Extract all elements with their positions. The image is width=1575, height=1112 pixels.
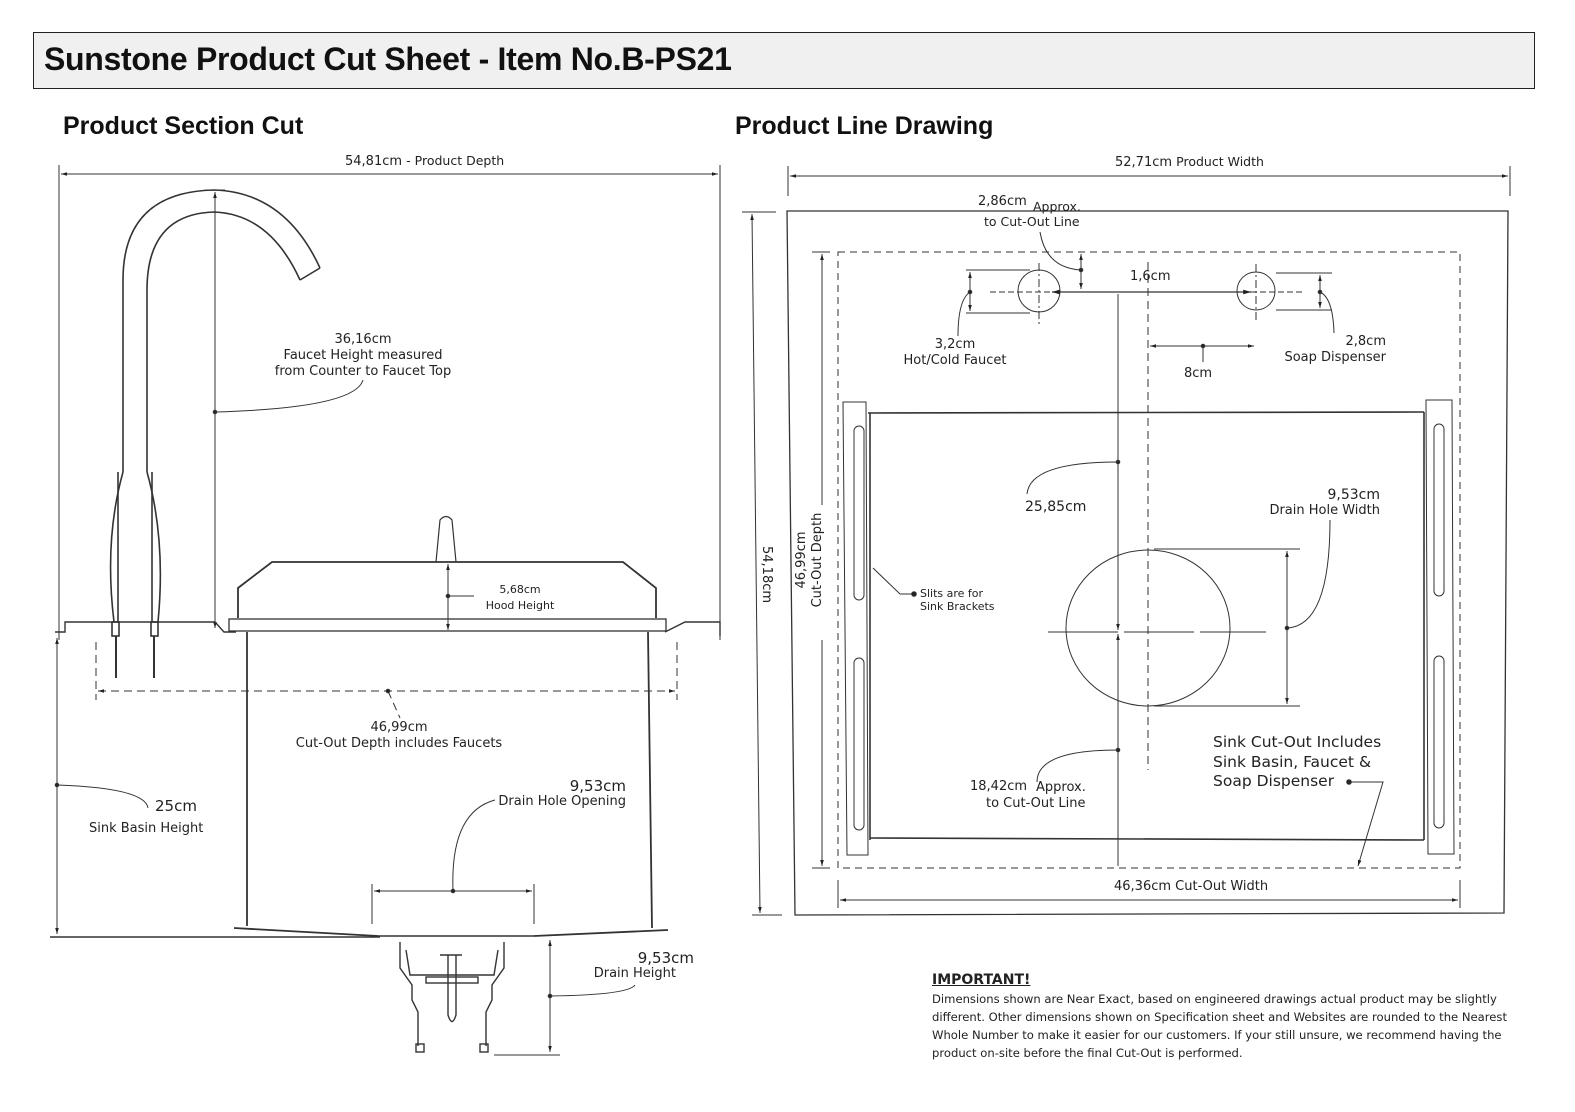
cutout-outline — [837, 251, 1461, 869]
hot-cold-faucet-label: 3,2cm Hot/Cold Faucet — [896, 337, 1014, 369]
product-width-value: 52,71cm — [1115, 155, 1173, 170]
drain-offset-top-value: 25,85cm — [1025, 499, 1087, 515]
drain-hole — [1048, 549, 1266, 707]
basin-top-outline — [867, 411, 1425, 841]
drain-offset-bottom-text: to Cut-Out Line — [986, 796, 1086, 811]
important-heading: IMPORTANT! — [932, 972, 1031, 988]
cutout-note: Sink Cut-Out Includes Sink Basin, Faucet… — [1213, 733, 1381, 792]
product-width-label: 52,71cm Product Width — [1115, 154, 1264, 171]
cutout-depth-vertical-text: Cut-Out Depth — [810, 512, 825, 608]
drain-hole-width-value: 9,53cm — [1327, 487, 1380, 503]
product-width-text: Product Width — [1176, 154, 1264, 169]
cutout-width-text: Cut-Out Width — [1175, 879, 1269, 894]
soap-dispenser-text: Soap Dispenser — [1284, 350, 1386, 365]
drain-offset-bottom-approx: Approx. — [1036, 780, 1086, 795]
cutout-depth-vertical-value: 46,99cm — [794, 531, 809, 589]
section-cutout-depth-text: Cut-Out Depth includes Faucets — [295, 736, 503, 751]
right-sink-bracket — [1425, 399, 1455, 855]
slits-note-line1: Slits are for — [920, 587, 984, 600]
slits-note-line2: Sink Brackets — [920, 600, 995, 613]
sink-basin-height-text: Sink Basin Height — [89, 821, 204, 836]
drain-hole-width-dimension — [1154, 519, 1331, 707]
hole-spacing-dimension — [1150, 343, 1254, 362]
countertop — [55, 621, 721, 636]
drain-hole-opening-text: Drain Hole Opening — [498, 794, 626, 809]
cutout-width-label: 46,36cm Cut-Out Width — [1114, 879, 1268, 895]
cutout-line-top-approx: Approx. — [1033, 199, 1081, 214]
sink-basin-height-dimension — [50, 638, 380, 938]
cutout-line-top-dimension — [1039, 231, 1084, 289]
drain-assembly — [378, 935, 534, 1053]
hood-height-label: 5,68cm Hood Height — [478, 582, 562, 614]
title-bar: Sunstone Product Cut Sheet - Item No.B-P… — [33, 32, 1535, 89]
section-product-depth-text: - Product Depth — [406, 153, 505, 168]
product-width-dimension — [787, 166, 1511, 196]
cutout-width-value: 46,36cm — [1114, 879, 1172, 894]
important-text: Dimensions shown are Near Exact, based o… — [932, 992, 1508, 1060]
cutout-note-line1: Sink Cut-Out Includes — [1213, 733, 1382, 751]
faucet-hole — [1017, 263, 1061, 326]
soap-dispenser-label: 2,8cm Soap Dispenser — [1268, 334, 1386, 366]
section-product-depth-label: 54,81cm - Product Depth — [345, 153, 504, 170]
faucet-height-dimension — [205, 189, 364, 628]
cutout-line-top-text: to Cut-Out Line — [984, 214, 1080, 229]
cutout-width-dimension — [837, 880, 1461, 908]
sink-basin-height-value: 25cm — [155, 797, 197, 815]
section-product-depth-value: 54,81cm — [345, 154, 403, 169]
faucet-height-label: 36,16cm Faucet Height measured from Coun… — [268, 332, 458, 380]
slits-note: Slits are for Sink Brackets — [920, 587, 995, 613]
faucet-height-line2: from Counter to Faucet Top — [274, 364, 452, 379]
section-cutout-depth-dimension — [95, 642, 678, 719]
soap-dispenser-value: 2,8cm — [1345, 334, 1387, 349]
faucet-outline — [109, 189, 321, 678]
drain-offset-dimension — [1026, 294, 1121, 866]
drain-hole-opening-label: 9,53cm Drain Hole Opening — [490, 778, 626, 810]
product-depth-vertical-dimension — [742, 211, 782, 916]
slits-leader — [872, 567, 917, 597]
hole-offset-value: 1,6cm — [1130, 269, 1171, 284]
cutout-line-top-value: 2,86cm — [978, 194, 1027, 209]
soap-dispenser-hole — [1236, 264, 1276, 322]
drain-hole-width-label: 9,53cm Drain Hole Width — [1262, 487, 1380, 519]
drain-height-dimension — [494, 940, 636, 1056]
drain-height-value: 9,53cm — [637, 949, 694, 967]
product-depth-vertical-value: 54,18cm — [759, 546, 774, 604]
cutout-note-line2: Sink Basin, Faucet & — [1213, 752, 1372, 771]
section-cut-title: Product Section Cut — [63, 112, 304, 140]
drain-hole-opening-value: 9,53cm — [569, 777, 626, 795]
section-cutout-depth-value: 46,99cm — [370, 720, 428, 735]
drain-height-label: 9,53cm Drain Height — [590, 950, 694, 982]
faucet-height-line1: Faucet Height measured — [283, 348, 443, 363]
hood-height-value: 5,68cm — [499, 583, 541, 596]
hole-spacing-value: 8cm — [1184, 366, 1213, 381]
cutout-depth-vertical-dimension — [812, 251, 830, 869]
section-product-depth-dimension — [58, 165, 721, 640]
hot-cold-faucet-text: Hot/Cold Faucet — [903, 353, 1007, 368]
left-sink-bracket — [842, 401, 869, 856]
drain-hole-opening-dimension — [371, 799, 535, 924]
hot-cold-faucet-value: 3,2cm — [934, 337, 976, 352]
cutout-note-line3: Soap Dispenser — [1213, 772, 1335, 790]
soap-dispenser-dimension — [1276, 272, 1335, 334]
drain-offset-bottom-value: 18,42cm — [970, 779, 1028, 794]
line-drawing-title: Product Line Drawing — [735, 112, 994, 140]
product-outline — [786, 210, 1509, 916]
drain-height-text: Drain Height — [593, 966, 676, 981]
faucet-height-value: 36,16cm — [334, 332, 392, 347]
cutout-note-leader — [1346, 779, 1384, 867]
basin-outline — [233, 631, 669, 937]
cutout-depth-vertical-label: 46,99cm Cut-Out Depth — [794, 510, 826, 610]
page-title: Sunstone Product Cut Sheet - Item No.B-P… — [44, 41, 732, 77]
hood-height-dimension — [445, 564, 474, 630]
important-note: IMPORTANT! Dimensions shown are Near Exa… — [932, 972, 1532, 1062]
hood-height-text: Hood Height — [485, 599, 555, 612]
hot-cold-faucet-dimension — [957, 269, 1030, 337]
section-cutout-depth-label: 46,99cm Cut-Out Depth includes Faucets — [290, 720, 508, 752]
drain-hole-width-text: Drain Hole Width — [1269, 503, 1380, 518]
